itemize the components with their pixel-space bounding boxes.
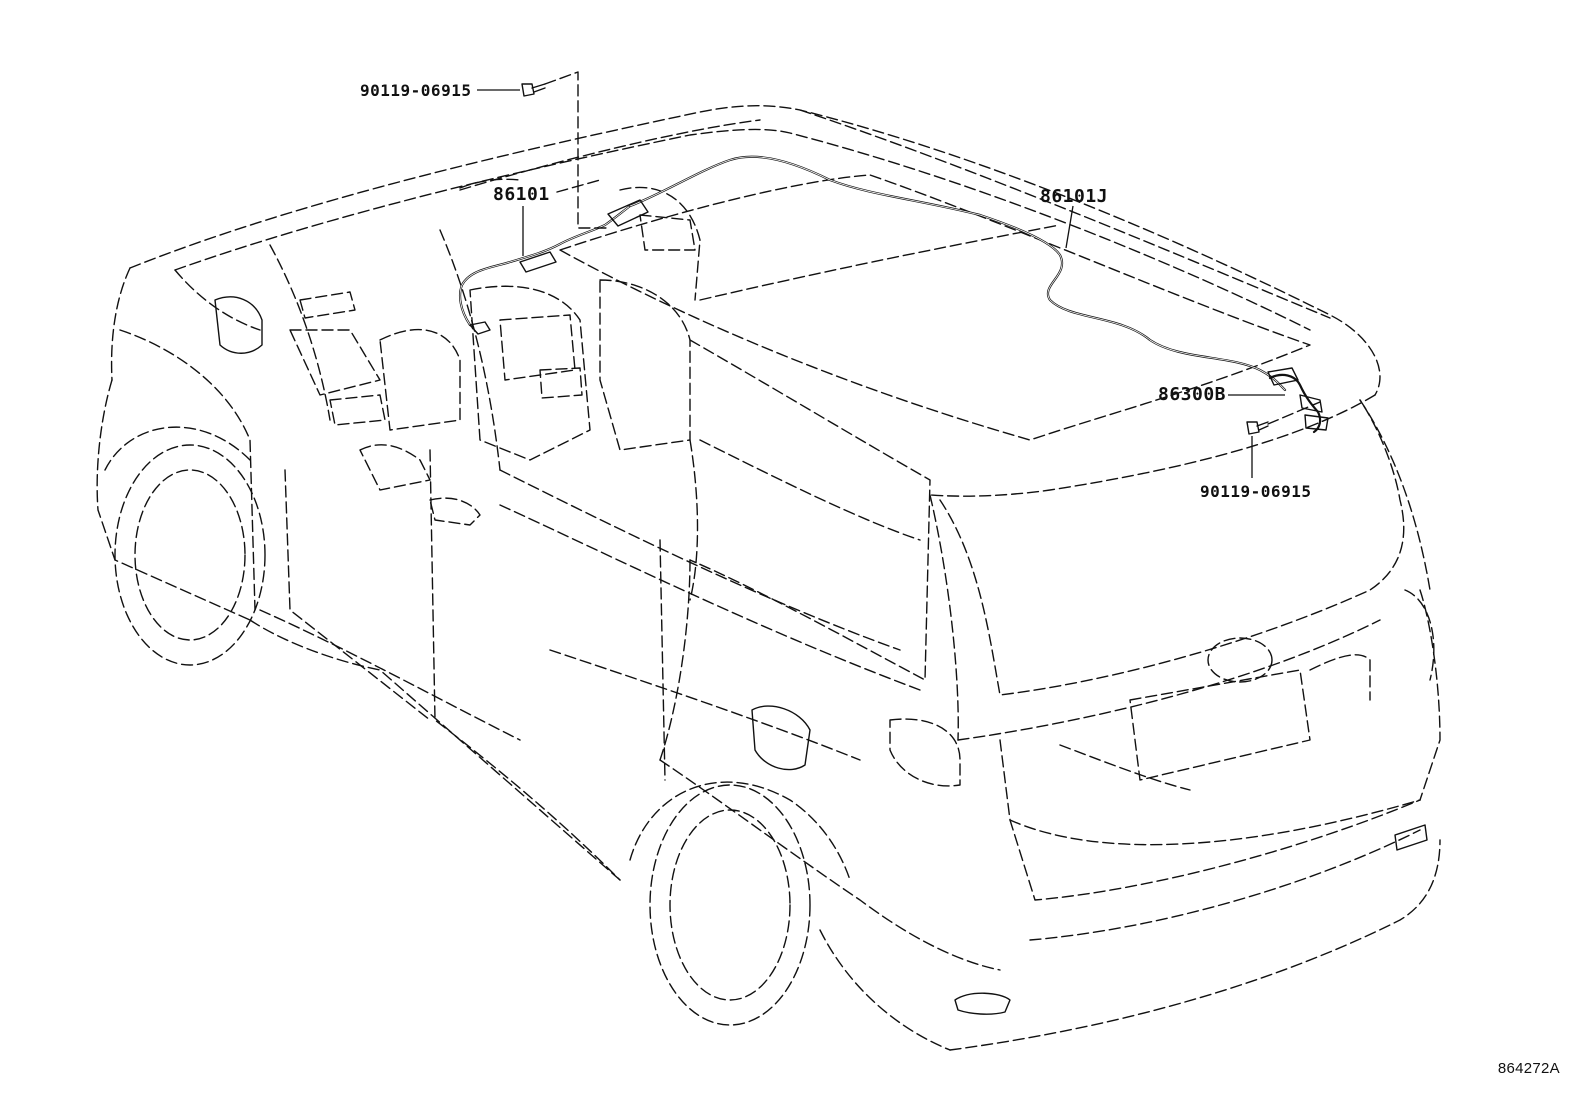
bracket-assembly	[1267, 367, 1329, 434]
left-body-side	[96, 329, 921, 881]
rear-bumper	[659, 759, 1441, 1051]
front-cabin	[110, 186, 701, 526]
bolt-lower-icon	[1246, 421, 1269, 435]
rear-quarter	[689, 339, 961, 787]
headliner-panel	[559, 174, 1311, 441]
part-label-bolt-upper: 90119-06915	[360, 81, 472, 100]
front-wheel	[104, 426, 266, 666]
part-label-wire-front: 86101	[493, 184, 550, 205]
bolt-upper-icon	[521, 83, 546, 97]
wire-harness-front	[459, 204, 632, 335]
wire-harness-rear	[607, 155, 1287, 392]
rear-wheel	[629, 781, 851, 1026]
roof-outline	[129, 105, 1381, 497]
part-label-bracket: 86300B	[1158, 384, 1227, 405]
part-label-bolt-lower: 90119-06915	[1200, 482, 1312, 501]
diagram-number: 864272A	[1497, 1060, 1560, 1077]
rear-hatch	[929, 399, 1441, 901]
part-label-wire-rear: 86101J	[1040, 186, 1109, 207]
leader-lines	[459, 71, 1321, 478]
